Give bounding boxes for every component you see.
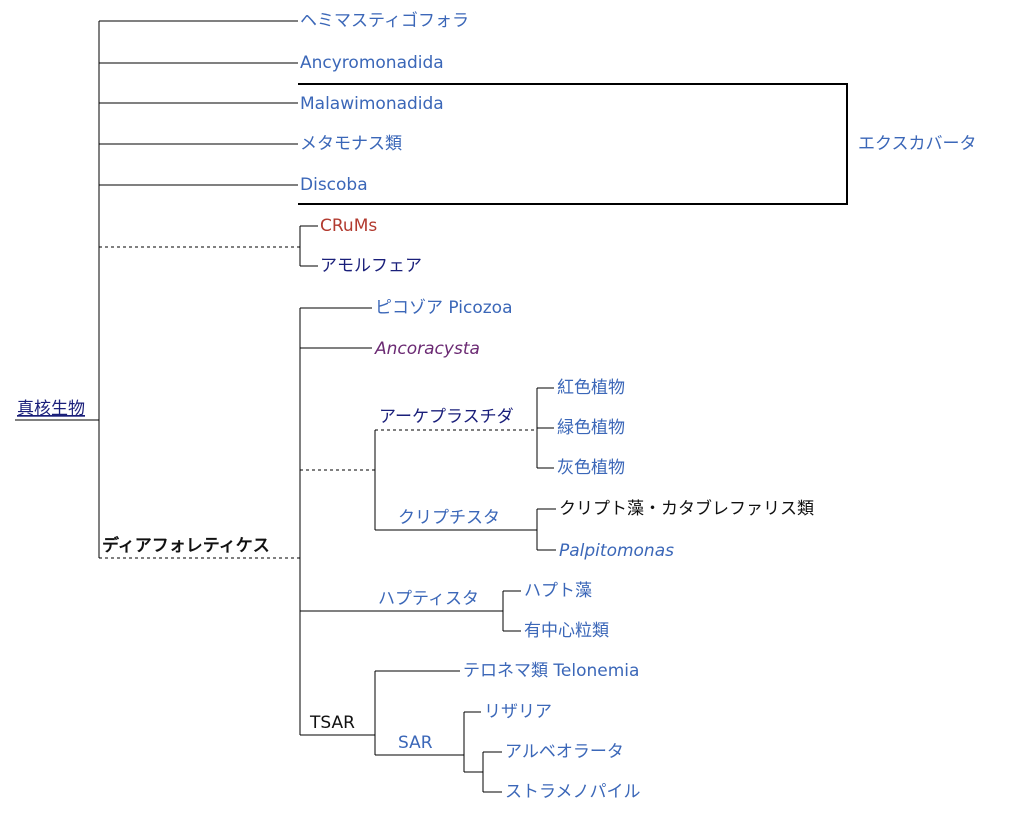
taxon-hemimastigophora[interactable]: ヘミマスティゴフォラ <box>300 10 469 31</box>
tsar-label[interactable]: TSAR <box>309 713 355 733</box>
taxon-glaucophyta[interactable]: 灰色植物 <box>557 458 625 478</box>
diaphoretickes-label[interactable]: ディアフォレティケス <box>102 535 270 556</box>
taxon-stramenopiles[interactable]: ストラメノパイル <box>505 782 641 802</box>
taxon-metamonada[interactable]: メタモナス類 <box>300 134 402 154</box>
taxon-palpitomonas[interactable]: Palpitomonas <box>559 541 674 561</box>
excavata-bracket <box>298 83 848 205</box>
taxon-cryptophyta[interactable]: クリプト藻・カタブレファリス類 <box>559 498 814 519</box>
taxon-rhizaria[interactable]: リザリア <box>484 702 552 722</box>
taxon-ancoracysta[interactable]: Ancoracysta <box>374 339 480 359</box>
taxon-amorphea[interactable]: アモルフェア <box>320 256 422 276</box>
taxon-telonemia[interactable]: テロネマ類 Telonemia <box>463 661 639 681</box>
taxon-chloroplastida[interactable]: 緑色植物 <box>557 418 625 438</box>
root-label[interactable]: 真核生物 <box>17 399 85 419</box>
taxon-alveolata[interactable]: アルベオラータ <box>505 742 624 762</box>
sar-label[interactable]: SAR <box>398 733 433 753</box>
archaeplastida-label[interactable]: アーケプラスチダ <box>379 407 514 427</box>
taxon-haptophyta[interactable]: ハプト藻 <box>524 581 592 601</box>
excavata-label[interactable]: エクスカバータ <box>858 134 977 154</box>
cryptista-label[interactable]: クリプチスタ <box>398 508 500 528</box>
taxon-crums[interactable]: CRuMs <box>320 216 377 236</box>
haptista-label[interactable]: ハプティスタ <box>378 589 479 609</box>
taxon-rhodophyta[interactable]: 紅色植物 <box>557 378 625 398</box>
taxon-picozoa[interactable]: ピコゾア Picozoa <box>375 298 513 318</box>
taxon-malawimonadida[interactable]: Malawimonadida <box>300 94 444 114</box>
taxon-discoba[interactable]: Discoba <box>300 175 368 195</box>
taxon-centrohelida[interactable]: 有中心粒類 <box>524 621 609 641</box>
taxon-ancyromonadida[interactable]: Ancyromonadida <box>300 53 444 73</box>
